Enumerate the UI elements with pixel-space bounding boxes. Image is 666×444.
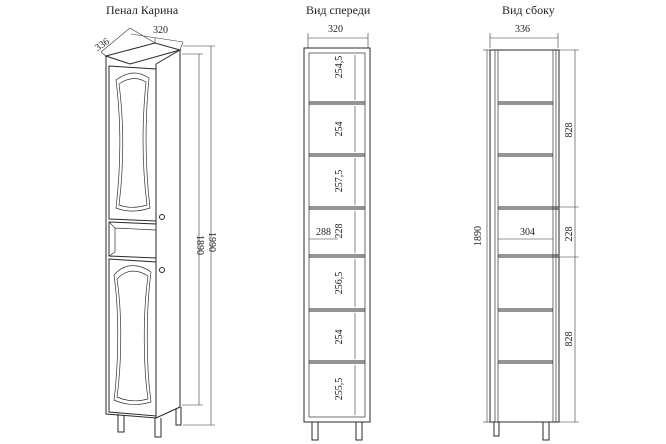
shelf-dim-5: 256,5 — [334, 272, 345, 295]
shelf-dim-4: 228 — [334, 224, 345, 239]
side-width-label: 336 — [515, 24, 530, 35]
penal-title: Пенал Карина — [106, 3, 179, 17]
leg — [154, 418, 162, 438]
leg — [117, 414, 125, 433]
leg — [311, 422, 319, 441]
lower-door-knob — [159, 267, 165, 273]
dim-body-height-label: 1890 — [194, 235, 205, 255]
middle-section-label: 228 — [564, 227, 575, 242]
dim-total-height-label: 1990 — [206, 232, 217, 252]
lower-door — [108, 258, 157, 417]
upper-door-knob — [159, 214, 165, 220]
leg — [542, 422, 550, 441]
upper-door — [108, 65, 157, 222]
open-niche — [108, 221, 157, 259]
shelf-dim-6: 254 — [334, 330, 345, 345]
upper-section-label: 828 — [564, 123, 575, 138]
side-view-title: Вид сбоку — [502, 3, 555, 17]
side-view-drawing: 336 1890 828 228 828 304 — [473, 24, 579, 441]
leg — [175, 407, 182, 426]
upper-door-panel — [115, 72, 151, 212]
inner-depth-label: 304 — [520, 227, 535, 238]
penal-drawing: 336 320 1890 1990 — [93, 25, 217, 438]
dim-depth-label: 336 — [93, 36, 112, 54]
lower-door-panel — [113, 265, 152, 405]
front-width-label: 320 — [328, 24, 343, 35]
shelf-dim-2: 254 — [334, 122, 345, 137]
cabinet-side-face — [155, 49, 181, 419]
cabinet-top-face — [104, 42, 182, 65]
inner-width-label: 288 — [316, 227, 331, 238]
shelf-dim-7: 255,5 — [334, 378, 345, 401]
lower-section-label: 828 — [564, 332, 575, 347]
front-view-title: Вид спереди — [306, 3, 371, 17]
leg — [493, 422, 500, 437]
shelf-dim-3: 257,5 — [334, 170, 345, 193]
dim-width-label: 320 — [153, 25, 168, 36]
leg — [355, 422, 363, 441]
shelf-dim-1: 254,5 — [334, 56, 345, 79]
cabinet-front-face — [105, 56, 157, 419]
front-view-drawing: 320 254,5 254 257,5 228 256,5 254 255,5 — [303, 24, 371, 441]
side-height-label: 1890 — [473, 226, 484, 246]
side-cabinet-outline — [489, 49, 560, 423]
front-cabinet-outline — [303, 47, 371, 423]
